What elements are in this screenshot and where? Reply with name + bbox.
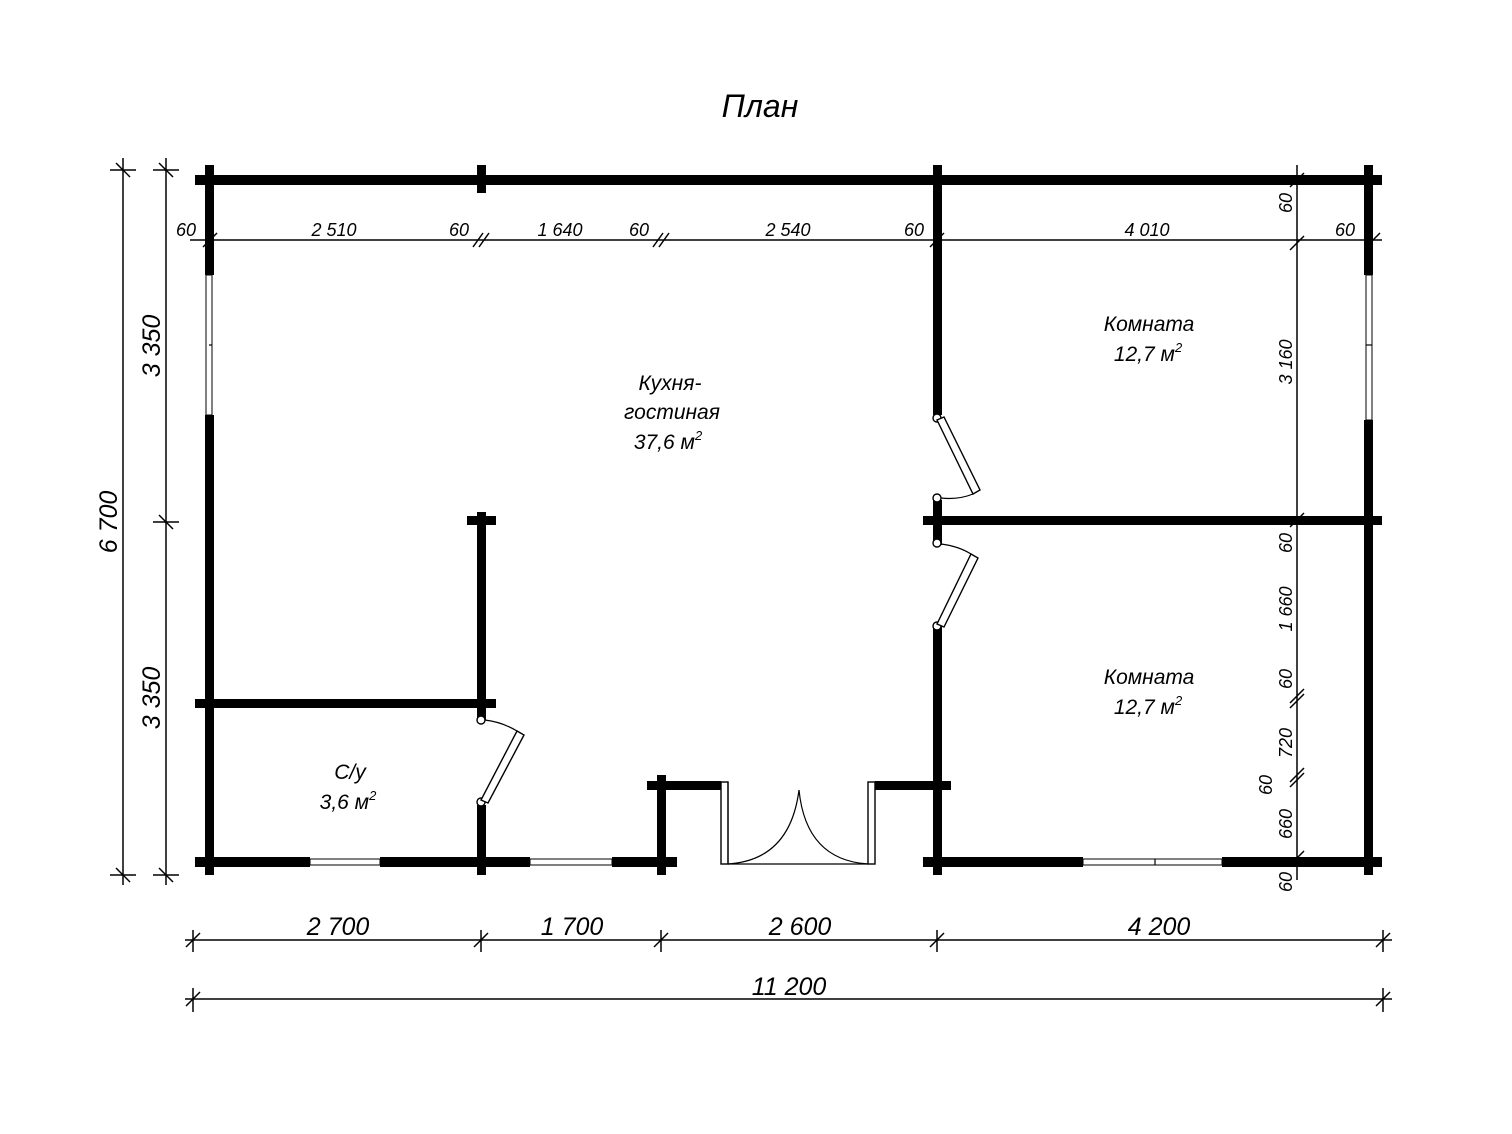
dims-inner-top: 60 2 510 60 1 640 60 2 540 60 4 010 60 (176, 220, 1382, 248)
room-labels: Кухня- гостиная 37,6 м2 Комната 12,7 м2 … (320, 313, 1195, 814)
windows (205, 274, 1373, 866)
wall-bath-v (477, 805, 486, 865)
dim-top-2: 60 (449, 220, 469, 240)
door-bathroom (476, 715, 525, 807)
dim-right-3: 1 660 (1276, 586, 1296, 631)
dim-top-0: 60 (176, 220, 196, 240)
door-bottom-room (932, 538, 979, 631)
dim-bottom-2: 2 600 (768, 913, 832, 941)
room-bath-name: С/у (334, 761, 367, 784)
wall-right-lower (1364, 420, 1373, 875)
dim-top-7: 4 010 (1124, 220, 1169, 240)
wall-bath-v (467, 516, 496, 525)
dim-top-8: 60 (1335, 220, 1355, 240)
dim-right-1: 3 160 (1276, 339, 1296, 384)
wall-bath-h (195, 699, 496, 708)
dim-total-width: 11 200 (752, 973, 827, 1001)
room-kitchen-name-2: гостиная (624, 401, 720, 424)
room-top-name: Комната (1104, 313, 1195, 336)
window-bottom-room (1082, 858, 1223, 866)
dim-right-8: 60 (1276, 872, 1296, 892)
dim-right-6: 60 (1256, 775, 1276, 795)
dim-left-upper: 3 350 (138, 315, 166, 378)
dim-right-5: 720 (1276, 728, 1296, 758)
wall-bath-v (477, 512, 486, 720)
wall-interior-v (933, 175, 942, 415)
wall-bottom (612, 857, 677, 867)
wall-interior-v (933, 625, 942, 865)
wall-entrance-v (657, 775, 666, 865)
dim-bottom-3: 4 200 (1128, 913, 1191, 941)
dim-right-2: 60 (1276, 533, 1296, 553)
walls (195, 165, 1382, 875)
dim-top-5: 2 540 (764, 220, 810, 240)
window-bottom-kitchen (529, 858, 613, 866)
doors (476, 413, 981, 865)
window-bottom-bath (309, 858, 381, 866)
dim-right-4: 60 (1276, 669, 1296, 689)
dims-left: 6 700 3 350 3 350 (95, 158, 179, 885)
wall-interior-h (923, 516, 1382, 525)
door-top-room (932, 413, 981, 503)
room-kitchen-area: 37,6 м2 (634, 428, 703, 454)
wall-right-upper (1364, 175, 1373, 275)
dim-top-1: 2 510 (310, 220, 356, 240)
wall-top (195, 175, 1382, 185)
wall-left-lower (205, 415, 214, 875)
room-bottom-name: Комната (1104, 666, 1195, 689)
dims-outer-bottom: 2 700 1 700 2 600 4 200 11 200 (185, 913, 1392, 1012)
wall-bottom (195, 857, 310, 867)
door-entrance (720, 781, 876, 865)
wall-bottom (380, 857, 530, 867)
dim-left-lower: 3 350 (138, 667, 166, 730)
dims-right: 60 3 160 60 1 660 60 720 60 660 60 (1256, 165, 1305, 892)
wall-post (1364, 850, 1373, 875)
dim-top-4: 60 (629, 220, 649, 240)
wall-bottom (1222, 857, 1382, 867)
dim-top-6: 60 (904, 220, 924, 240)
dim-top-3: 1 640 (537, 220, 582, 240)
wall-entrance-h (647, 781, 721, 790)
dim-bottom-0: 2 700 (306, 913, 370, 941)
dim-right-0: 60 (1276, 193, 1296, 213)
window-right (1365, 274, 1373, 421)
room-bath-area: 3,6 м2 (320, 788, 377, 814)
room-kitchen-name: Кухня- (639, 372, 702, 395)
dim-total-height: 6 700 (95, 491, 123, 554)
dim-bottom-1: 1 700 (541, 913, 604, 941)
wall-left-upper (205, 175, 214, 275)
wall-post (205, 850, 214, 875)
plan-title: План (722, 88, 799, 124)
wall-bottom (923, 857, 1083, 867)
wall-entrance-h (875, 781, 951, 790)
room-bottom-area: 12,7 м2 (1114, 693, 1183, 719)
room-top-area: 12,7 м2 (1114, 340, 1183, 366)
dim-right-7: 660 (1276, 809, 1296, 839)
wall-post (477, 165, 486, 193)
